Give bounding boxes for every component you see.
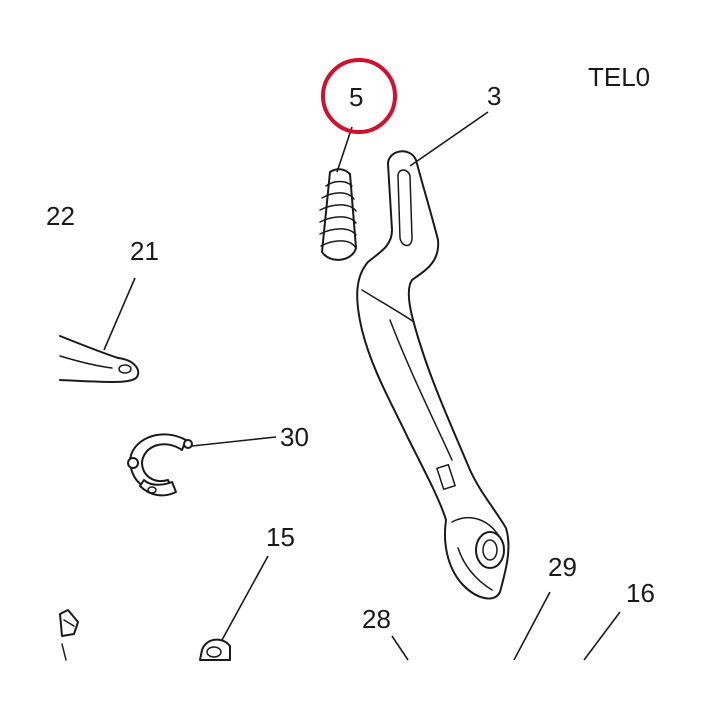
label-28[interactable]: 28 [362,604,391,634]
leader-30 [191,436,277,447]
leader-21 [103,277,136,351]
leader-5 [336,126,353,173]
label-22[interactable]: 22 [46,201,75,231]
part-5-spring[interactable] [319,168,357,261]
leader-15 [221,555,269,641]
part-30-clip[interactable] [127,433,193,497]
label-21[interactable]: 21 [130,236,159,266]
label-16[interactable]: 16 [626,578,655,608]
part-cropped-bottom-left [59,609,79,661]
leader-29 [513,591,551,661]
part-3-pedal-lever[interactable] [356,150,510,600]
label-30[interactable]: 30 [280,422,309,452]
leader-3 [409,111,489,167]
label-29[interactable]: 29 [548,552,577,582]
diagram-code: TEL0 [588,62,650,92]
crop-area [0,662,720,720]
highlight-circle [321,58,397,134]
label-15[interactable]: 15 [266,522,295,552]
leader-16 [583,611,621,661]
label-5[interactable]: 5 [349,82,363,112]
label-3[interactable]: 3 [487,81,501,111]
part-15-nut[interactable] [199,638,231,661]
part-21-bracket[interactable] [59,335,140,383]
leader-28 [391,635,409,661]
